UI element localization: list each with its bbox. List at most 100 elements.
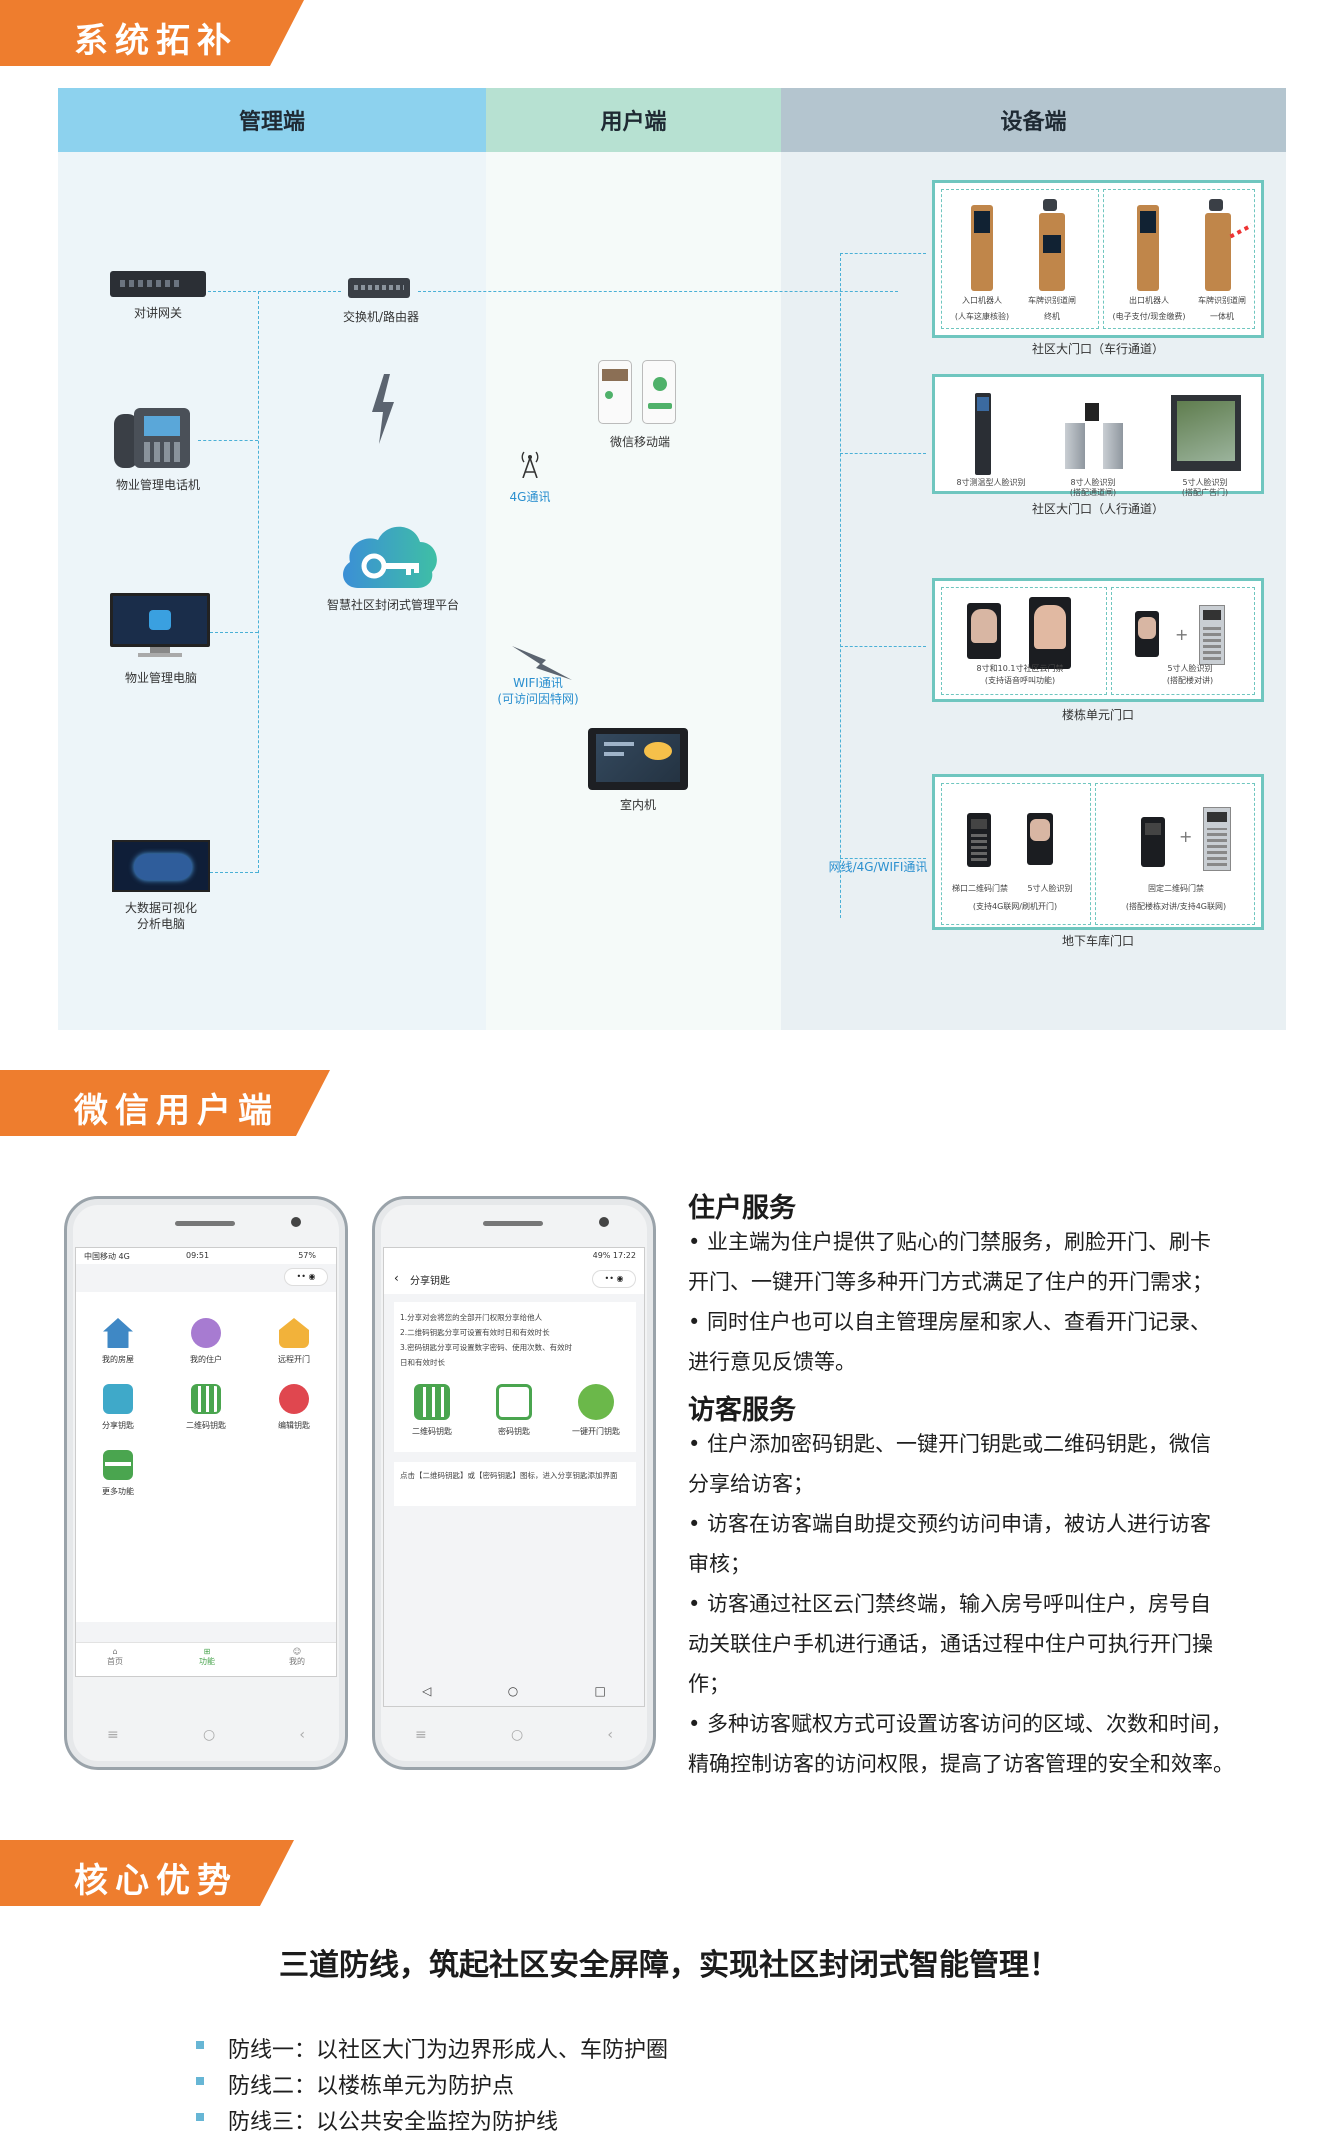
ad-door-icon <box>1171 395 1241 471</box>
fixed-qr-label-1: 固定二维码门禁 <box>1148 884 1204 893</box>
mobile-phones-icon <box>598 360 682 428</box>
bullet-square-icon <box>196 2041 204 2049</box>
defense-text: 防线三：以公共安全监控为防护线 <box>228 2110 559 2135</box>
text-line: • 业主端为住户提供了贴心的门禁服务，刷脸开门、刷卡 <box>688 1230 1212 1254</box>
column-header-user: 用户端 <box>486 88 781 152</box>
menu-my-house[interactable]: 我的房屋 <box>88 1318 148 1365</box>
text-line: 审核； <box>688 1552 751 1576</box>
garage-intercom-icon <box>1203 807 1231 871</box>
back-triangle-icon[interactable]: ◁ <box>422 1684 432 1698</box>
resident-service-title: 住户服务 <box>688 1193 796 1224</box>
plate-gate-label-1a: 车牌识别道闸 <box>1028 296 1076 305</box>
key-label: 二维码钥匙 <box>412 1427 452 1436</box>
cloud-door-10-icon <box>1029 597 1071 669</box>
bullet-square-icon <box>196 2113 204 2121</box>
menu-more[interactable]: 更多功能 <box>88 1450 148 1497</box>
key-one-click[interactable]: 一键开门钥匙 <box>566 1384 626 1437</box>
bigdata-label-2: 分析电脑 <box>136 917 185 931</box>
edit-key-icon <box>279 1384 309 1414</box>
menu-edit-key[interactable]: 编辑钥匙 <box>264 1384 324 1431</box>
battery-time-text: 49% 17:22 <box>592 1251 636 1260</box>
key-circle-icon <box>578 1384 614 1420</box>
notes-card: 1.分享对会将您的全部开门权限分享给他人 2.二维码钥匙分享可设置有效时日和有效… <box>394 1302 636 1452</box>
menu-my-residents[interactable]: 我的住户 <box>176 1318 236 1365</box>
bigdata-pc-icon <box>112 840 210 892</box>
home-circle-icon[interactable]: ○ <box>202 1727 216 1743</box>
face5-terminal-icon <box>1135 611 1159 657</box>
face5-label-1: 5寸人脸识别 <box>1182 478 1228 487</box>
group-car-gate-caption: 社区大门口（车行通道） <box>1031 342 1164 356</box>
visitor-service-text: • 住户添加密码钥匙、一键开门钥匙或二维码钥匙，微信 分享给访客； • 访客在访… <box>688 1424 1298 1784</box>
recent-square-icon[interactable]: □ <box>594 1684 606 1698</box>
text-line: • 多种访客赋权方式可设置访客访问的区域、次数和时间， <box>688 1712 1233 1736</box>
android-nav: ≡ ○ ‹ <box>415 1727 613 1743</box>
gateway-label: 对讲网关 <box>133 306 182 320</box>
home-circle-icon[interactable]: ○ <box>510 1727 524 1743</box>
back-arrow-icon[interactable]: ‹ <box>394 1271 399 1285</box>
key-qr[interactable]: 二维码钥匙 <box>402 1384 462 1437</box>
section-banner-topology: 系统拓补 <box>0 0 304 66</box>
key-password[interactable]: 密码钥匙 <box>484 1384 544 1437</box>
menu-icon[interactable]: ≡ <box>415 1727 427 1743</box>
group-car-gate: 入口机器人 (人车这康核验) 车牌识别道闸 终机 出口机器人 (电子支付/现金缴… <box>932 180 1264 338</box>
menu-label: 远程开门 <box>278 1355 310 1364</box>
home-circle-icon[interactable]: ○ <box>507 1684 519 1698</box>
soft-nav: ◁ ○ □ <box>384 1676 644 1706</box>
menu-share-key[interactable]: 分享钥匙 <box>88 1384 148 1431</box>
column-header-admin: 管理端 <box>58 88 486 152</box>
qr-icon <box>191 1384 221 1414</box>
tab-home[interactable]: ⌂首页 <box>107 1647 123 1666</box>
indoor-unit-icon <box>588 728 688 790</box>
group-building-unit: + 8寸和10.1寸社区云门禁 (支持语音呼叫功能) 5寸人脸识别 (搭配楼对讲… <box>932 578 1264 702</box>
group-building-caption: 楼栋单元门口 <box>1061 708 1134 722</box>
face5-garage-icon <box>1027 813 1053 865</box>
plus-icon-2: + <box>1179 827 1193 846</box>
mini-program-capsule[interactable]: •• ◉ <box>592 1270 636 1288</box>
tab-mine[interactable]: ☺我的 <box>289 1647 305 1666</box>
back-icon[interactable]: ‹ <box>299 1727 305 1743</box>
property-phone-label: 物业管理电话机 <box>115 478 200 492</box>
menu-qr-key[interactable]: 二维码钥匙 <box>176 1384 236 1431</box>
back-icon[interactable]: ‹ <box>607 1727 613 1743</box>
menu-label: 我的房屋 <box>102 1355 134 1364</box>
note-line: 1.分享对会将您的全部开门权限分享给他人 <box>400 1313 543 1322</box>
face8-label-2: (搭配通道闸) <box>1069 488 1117 497</box>
phone-mockup-home: 中国移动 4G 09:51 57% •• ◉ 我的房屋 我的住户 远程开门 分享… <box>64 1196 348 1770</box>
section-title: 核心优势 <box>74 1861 238 1901</box>
switch-router-icon <box>348 278 410 298</box>
temp-face-terminal-icon <box>975 393 991 475</box>
cloud-door-8-icon <box>967 603 1001 659</box>
tab-label: 功能 <box>199 1657 215 1666</box>
desk-phone-icon <box>114 408 190 468</box>
property-pc-icon <box>110 593 210 657</box>
key-label: 一键开门钥匙 <box>572 1427 620 1436</box>
wechat-mobile-label: 微信移动端 <box>609 435 670 449</box>
antenna-icon <box>517 448 543 479</box>
text-line: 分享给访客； <box>688 1472 814 1496</box>
menu-remote-open[interactable]: 远程开门 <box>264 1318 324 1365</box>
status-bar: 49% 17:22 <box>384 1248 644 1264</box>
network-comm-label: 网线/4G/WIFI通讯 <box>828 860 928 874</box>
mini-program-capsule[interactable]: •• ◉ <box>284 1268 328 1286</box>
text-line: 作； <box>688 1672 730 1696</box>
plate-gate-icon-2 <box>1203 199 1253 291</box>
exit-robot-label-2: (电子支付/现金缴费) <box>1112 312 1186 321</box>
share-icon <box>103 1384 133 1414</box>
lightning-icon <box>370 374 396 444</box>
page-title: 分享钥匙 <box>410 1276 450 1287</box>
section-title: 微信用户端 <box>74 1091 279 1131</box>
note-line: 3.密码钥匙分享可设置数字密码、使用次数、有效时 <box>400 1343 573 1352</box>
note-line: 日和有效时长 <box>400 1358 445 1367</box>
text-line: 动关联住户手机进行通话，通话过程中住户可执行开门操 <box>688 1632 1213 1656</box>
face5-building-label-1: 5寸人脸识别 <box>1167 664 1213 673</box>
battery-text: 57% <box>298 1251 316 1260</box>
tab-function[interactable]: ⊞功能 <box>199 1647 215 1666</box>
menu-icon[interactable]: ≡ <box>107 1727 119 1743</box>
wifi-label-1: WIFI通讯 <box>513 676 563 690</box>
wifi-lightning-icon <box>512 640 572 684</box>
cloud-door-label-1: 8寸和10.1寸社区云门禁 <box>976 664 1064 673</box>
remote-open-icon <box>279 1318 309 1348</box>
cloud-platform-icon <box>338 518 442 590</box>
comm-4g-label: 4G通讯 <box>509 490 551 504</box>
house-icon <box>103 1318 133 1348</box>
